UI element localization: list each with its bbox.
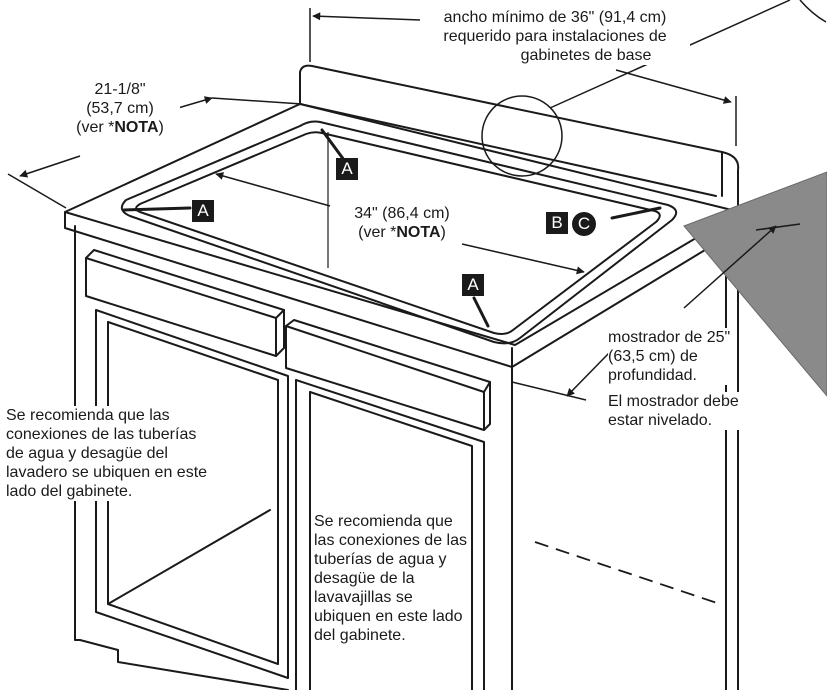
badge-a-bottom: A [462, 274, 484, 296]
dw-note-line1: Se recomienda que [314, 513, 453, 530]
badge-a-left: A [192, 200, 214, 222]
dishwasher-side-note: Se recomienda que las conexiones de las … [314, 512, 469, 645]
width-label-line1: ancho mínimo de 36" (91,4 cm) [443, 9, 667, 26]
drawer-right [285, 325, 485, 431]
sink-note-line4: lavadero se ubiquen en este [6, 464, 208, 481]
dw-note-line3: tuberías de agua y [314, 551, 447, 568]
dw-note-line2: las conexiones de las [314, 532, 467, 549]
drawer-left [85, 257, 277, 357]
dw-note-line5: lavavajillas se [314, 589, 413, 606]
leader-a-left [122, 206, 192, 212]
badge-a-top: A [336, 158, 358, 180]
dim-arrow-counter-bottom [566, 351, 611, 397]
depth-label-line2: (53,7 cm) [86, 100, 154, 117]
sink-note-line2: conexiones de las tuberías [6, 426, 197, 443]
width-label-line3: gabinetes de base [520, 47, 652, 64]
leader-bc [610, 206, 662, 220]
backsplash-base [299, 103, 717, 197]
counter-label-line2: (63,5 cm) de [608, 348, 698, 365]
badge-b: B [546, 212, 568, 234]
dim-arrow-width-left [312, 12, 421, 21]
sink-note-line5: lado del gabinete. [6, 483, 133, 500]
counter-label-line1: mostrador de 25" [608, 329, 731, 346]
ext-line-depth-left [7, 173, 67, 209]
detail-circle [481, 95, 563, 177]
dim-arrow-counter-top [683, 225, 777, 309]
counter-level-label: El mostrador debe estar nivelado. [608, 392, 739, 430]
detail-beam [683, 171, 827, 397]
dim-arrow-opening-left [215, 172, 331, 207]
width-label: ancho mínimo de 36" (91,4 cm) requerido … [420, 8, 690, 65]
leader-a-top [320, 128, 346, 162]
cabinet-door-left [95, 309, 289, 679]
opening-label-line2: (ver *NOTA) [358, 224, 446, 241]
opening-width-label: 34" (86,4 cm) (ver *NOTA) [338, 204, 466, 242]
sink-side-note: Se recomienda que las conexiones de las … [6, 406, 212, 501]
depth-label-line1: 21-1/8" [94, 81, 146, 98]
dw-note-line4: desagüe de la [314, 570, 415, 587]
sink-cutout-inner [135, 131, 661, 335]
ext-line-counter-bottom [511, 381, 587, 401]
cabinet-left-side [74, 225, 81, 641]
cabinet-front-bottom [79, 639, 119, 651]
leader-a-bottom [472, 296, 490, 328]
dw-note-line7: del gabinete. [314, 627, 406, 644]
backsplash [299, 64, 740, 223]
ext-line-counter-top [755, 223, 801, 231]
dim-arrow-depth-left [19, 155, 81, 178]
depth-label: 21-1/8" (53,7 cm) (ver *NOTA) [60, 80, 180, 137]
level-label-line2: estar nivelado. [608, 412, 713, 429]
width-label-line2: requerido para instalaciones de [443, 28, 667, 45]
opening-label-line1: 34" (86,4 cm) [354, 205, 450, 222]
counter-label-line3: profundidad. [608, 367, 697, 384]
sink-note-line3: de agua y desagüe del [6, 445, 168, 462]
dw-note-line6: ubiquen en este lado [314, 608, 463, 625]
sink-note-line1: Se recomienda que las [6, 407, 170, 424]
countertop-front-edge [64, 211, 513, 368]
hidden-line [534, 541, 721, 605]
dim-arrow-depth-top [177, 96, 213, 109]
level-label-line1: El mostrador debe [608, 393, 739, 410]
counter-depth-label: mostrador de 25" (63,5 cm) de profundida… [608, 328, 731, 385]
dim-arrow-opening-right [461, 243, 585, 275]
dim-arrow-width-right [615, 69, 732, 104]
badge-c: C [572, 212, 596, 236]
depth-label-line3: (ver *NOTA) [76, 119, 164, 136]
sink-cutout-outer [120, 120, 678, 345]
